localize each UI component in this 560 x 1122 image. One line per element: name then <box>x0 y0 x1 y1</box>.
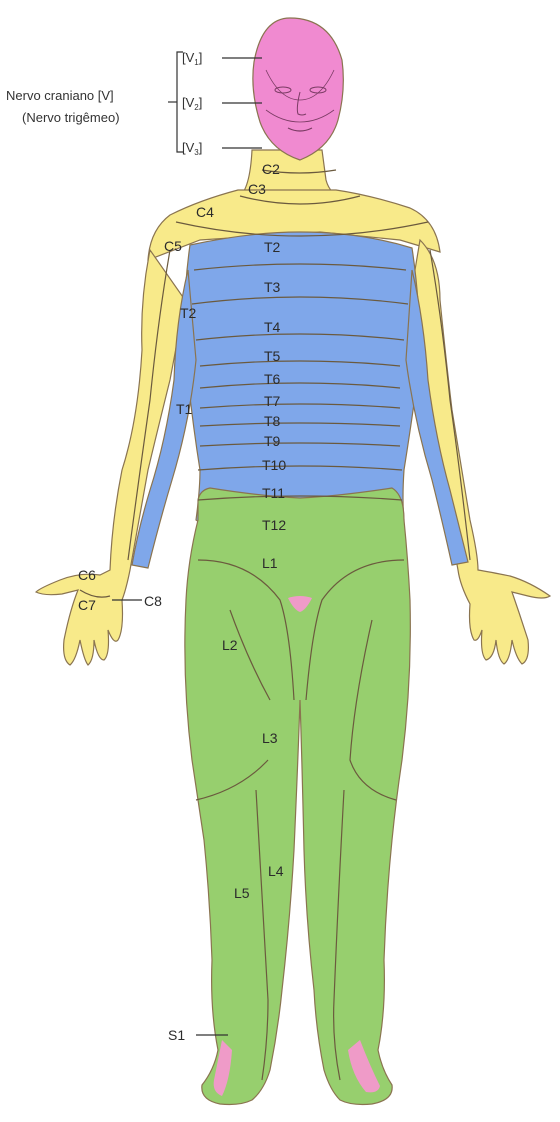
label-l1: L1 <box>262 555 278 571</box>
head-shape <box>253 18 343 160</box>
trigeminal-title: Nervo craniano [V] <box>6 88 114 103</box>
trigeminal-subtitle: (Nervo trigêmeo) <box>22 110 120 125</box>
label-t3: T3 <box>264 279 281 295</box>
branch-v1: [V1] <box>182 50 202 67</box>
label-t2-side: T2 <box>180 305 197 321</box>
label-c2: C2 <box>262 161 280 177</box>
label-t7: T7 <box>264 393 281 409</box>
branch-v3: [V3] <box>182 140 202 157</box>
label-t2: T2 <box>264 239 281 255</box>
head-region <box>253 18 343 160</box>
label-t11: T11 <box>262 485 285 501</box>
label-t4: T4 <box>264 319 281 335</box>
label-t12: T12 <box>262 517 286 533</box>
label-l5: L5 <box>234 885 250 901</box>
label-l2: L2 <box>222 637 238 653</box>
label-l3: L3 <box>262 730 278 746</box>
label-l4: L4 <box>268 863 284 879</box>
label-c7: C7 <box>78 597 96 613</box>
branch-v2: [V2] <box>182 95 202 112</box>
legs-lumbar-shape <box>185 488 410 1105</box>
label-c5: C5 <box>164 238 182 254</box>
label-s1: S1 <box>168 1027 185 1043</box>
label-c3: C3 <box>248 181 266 197</box>
label-c8: C8 <box>144 593 162 609</box>
label-t6: T6 <box>264 371 281 387</box>
label-t10: T10 <box>262 457 286 473</box>
label-t9: T9 <box>264 433 281 449</box>
label-c6: C6 <box>78 567 96 583</box>
lumbar-region <box>185 488 410 1105</box>
label-t5: T5 <box>264 348 281 364</box>
label-t1: T1 <box>176 401 193 417</box>
label-c4: C4 <box>196 204 214 220</box>
label-t8: T8 <box>264 413 281 429</box>
